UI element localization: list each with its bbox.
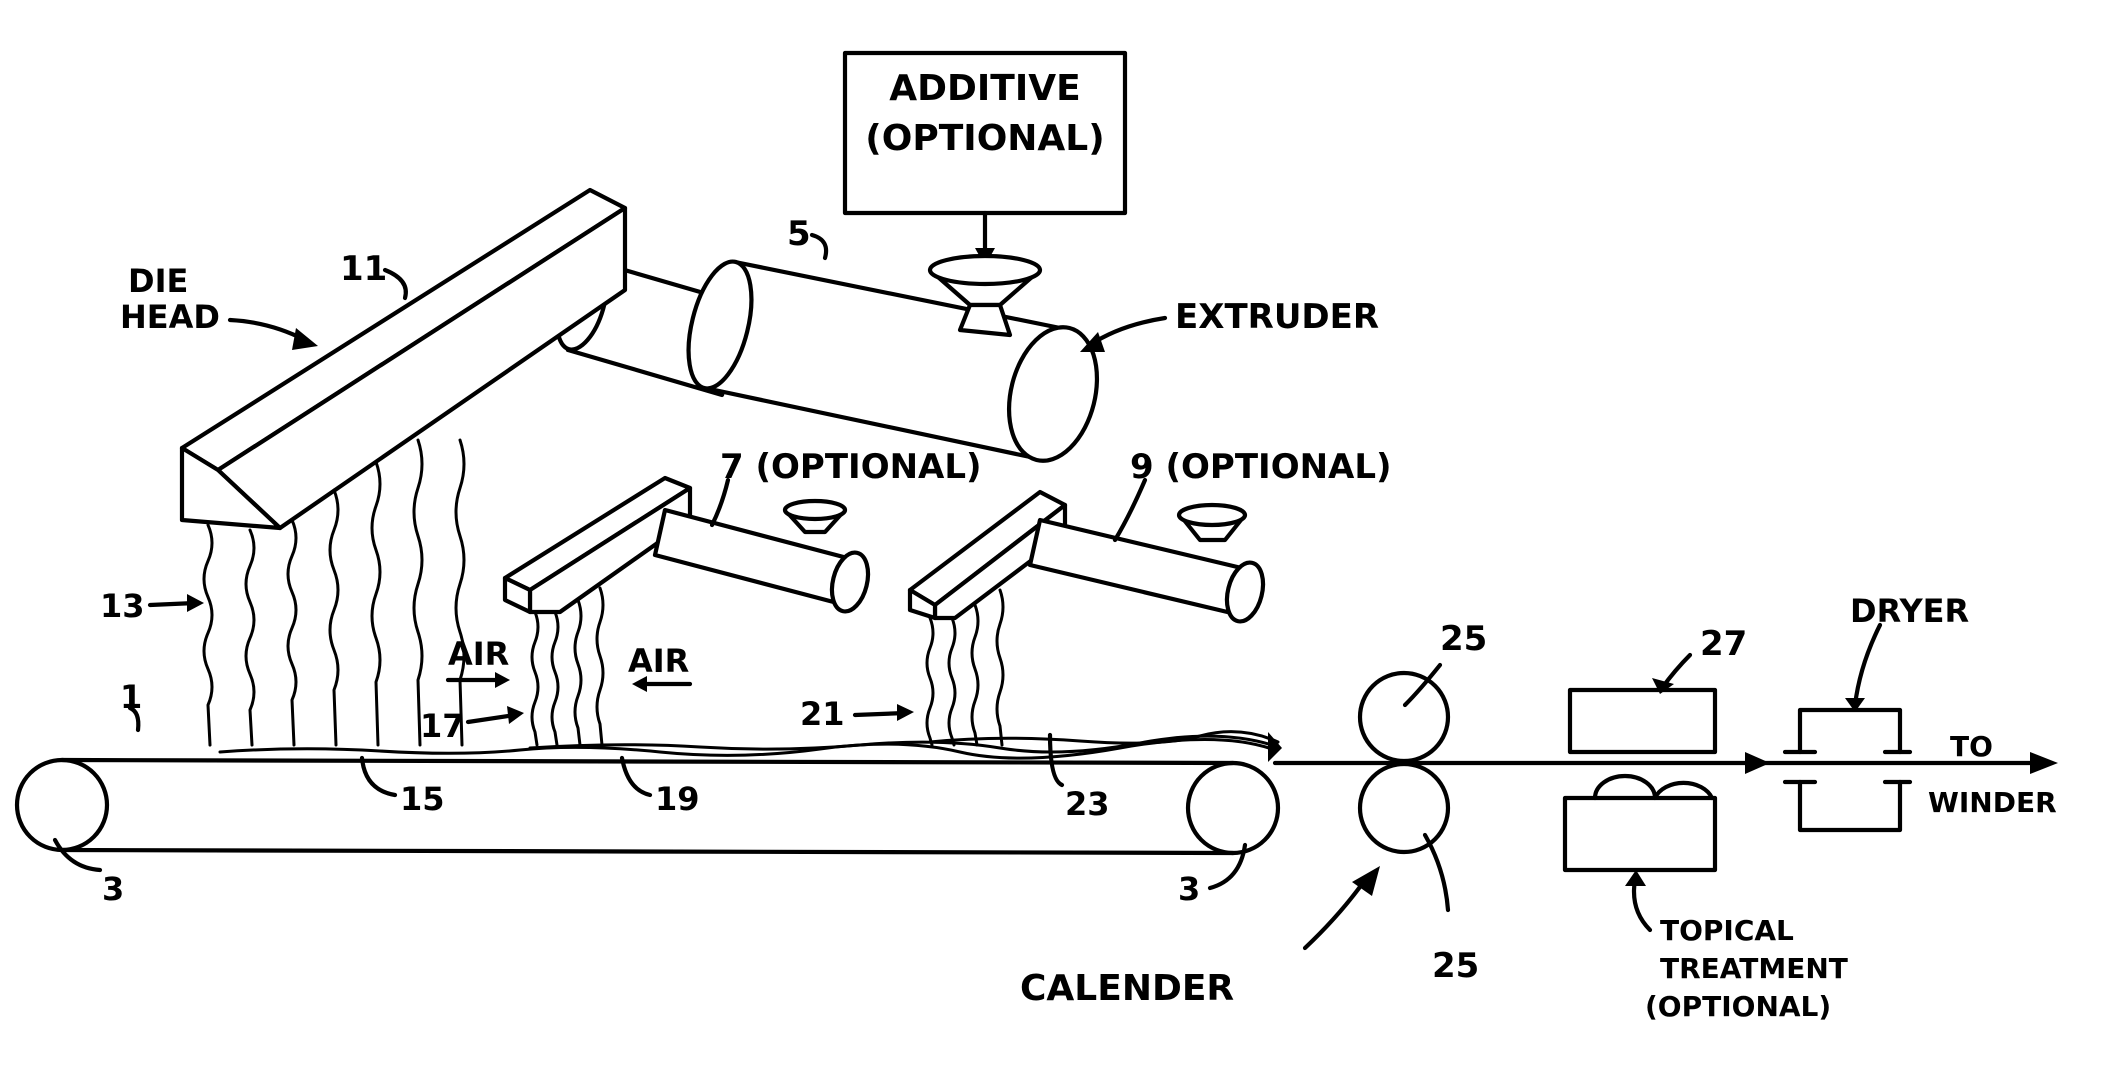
- ref-7-label: 7 (OPTIONAL): [720, 447, 982, 487]
- calender-roll-bottom: [1360, 764, 1448, 852]
- topical-label-line2: TREATMENT: [1660, 952, 1848, 985]
- dryer-label: DRYER: [1850, 592, 1969, 630]
- topical-label-line3: (OPTIONAL): [1645, 990, 1831, 1023]
- ref-27: 27: [1700, 624, 1747, 664]
- arrow-17: [468, 715, 515, 722]
- leader-23: [1050, 735, 1062, 785]
- additive-label-line1: ADDITIVE: [889, 68, 1080, 109]
- fiber-strand: [456, 440, 464, 745]
- belt-top-run: [62, 760, 1233, 763]
- fiber-strand: [552, 612, 558, 745]
- fiber-strand: [414, 440, 422, 745]
- fiber-strand: [246, 530, 254, 745]
- extruder-label: EXTRUDER: [1175, 297, 1379, 337]
- leader-9: [1115, 480, 1145, 540]
- main-extruder: [548, 251, 1111, 470]
- ref-23: 23: [1065, 785, 1110, 823]
- extruder-9-hopper-rim: [1179, 505, 1245, 525]
- die-head-label-line2: HEAD: [120, 298, 220, 336]
- calender-roll-top: [1360, 673, 1448, 761]
- winder-label-line1: TO: [1950, 730, 1993, 763]
- leader-11: [385, 270, 406, 298]
- extruder-7: [505, 478, 874, 615]
- treatment-applicator-rolls: [1595, 776, 1712, 798]
- calender-arrow: [1305, 880, 1365, 948]
- fiber-strand: [532, 612, 538, 745]
- arrow-17-head: [507, 706, 524, 724]
- air-left-arrowhead: [495, 672, 510, 688]
- extruder-9: [910, 492, 1269, 625]
- air-right-label: AIR: [628, 642, 689, 680]
- topical-arrow: [1634, 880, 1650, 930]
- arrow-13-head: [187, 594, 204, 612]
- fiber-strand: [597, 588, 603, 745]
- leader-15: [362, 758, 395, 795]
- topical-label-line1: TOPICAL: [1660, 914, 1794, 947]
- ref-1: 1: [120, 678, 142, 716]
- topical-treatment-unit: [1565, 690, 1715, 870]
- belt-bottom-run: [62, 850, 1233, 853]
- fiber-strand: [972, 605, 978, 745]
- belt-roller-left: [17, 760, 107, 850]
- winder-arrowhead: [2030, 752, 2058, 774]
- calender-label: CALENDER: [1020, 968, 1234, 1009]
- extruder-arrow: [1090, 318, 1165, 345]
- ref-25-top: 25: [1440, 619, 1487, 659]
- fiber-strand: [575, 600, 581, 745]
- ref-25-bottom: 25: [1432, 946, 1479, 986]
- leader-5: [812, 235, 826, 258]
- ref-9-label: 9 (OPTIONAL): [1130, 447, 1392, 487]
- fiber-strand: [949, 618, 955, 745]
- web-tip: [1268, 732, 1282, 762]
- belt-roller-right: [1188, 763, 1278, 853]
- die-head-label-line1: DIE: [128, 262, 188, 300]
- additive-label-line2: (OPTIONAL): [865, 118, 1104, 159]
- dryer-unit: [1785, 710, 1910, 830]
- ref-11: 11: [340, 249, 387, 289]
- additive-box: ADDITIVE (OPTIONAL): [845, 53, 1125, 266]
- fiber-strand: [330, 490, 338, 745]
- arrow-21-head: [897, 704, 914, 721]
- dryer-lower: [1800, 782, 1900, 830]
- die-head-arrow: [230, 320, 305, 340]
- treatment-arrowhead: [1745, 752, 1770, 774]
- fiber-strand: [372, 462, 380, 745]
- ref-17: 17: [420, 707, 465, 745]
- ref-21: 21: [800, 695, 845, 733]
- ref-13: 13: [100, 587, 145, 625]
- extruder-hopper-neck: [960, 305, 1010, 335]
- ref-3-right: 3: [1178, 870, 1200, 908]
- air-left-label: AIR: [448, 635, 509, 673]
- winder-label-line2: WINDER: [1928, 786, 2057, 819]
- fiber-strand: [997, 590, 1003, 745]
- die-head-arrowhead: [292, 328, 318, 350]
- dryer-upper: [1800, 710, 1900, 752]
- dryer-arrow: [1855, 625, 1880, 705]
- fiber-strand: [204, 525, 212, 745]
- treatment-upper-box: [1570, 690, 1715, 752]
- treatment-lower-box: [1565, 798, 1715, 870]
- ref-5: 5: [787, 214, 811, 254]
- topical-arrowhead: [1625, 870, 1646, 886]
- extruder-7-hopper-rim: [785, 501, 845, 519]
- ref-15: 15: [400, 780, 445, 818]
- fiber-strand: [288, 520, 296, 745]
- ref-19: 19: [655, 780, 700, 818]
- ref-3-left: 3: [102, 870, 124, 908]
- die-head-main: [182, 190, 625, 528]
- fiber-strand: [927, 618, 933, 745]
- extruder-hopper-rim: [930, 256, 1040, 284]
